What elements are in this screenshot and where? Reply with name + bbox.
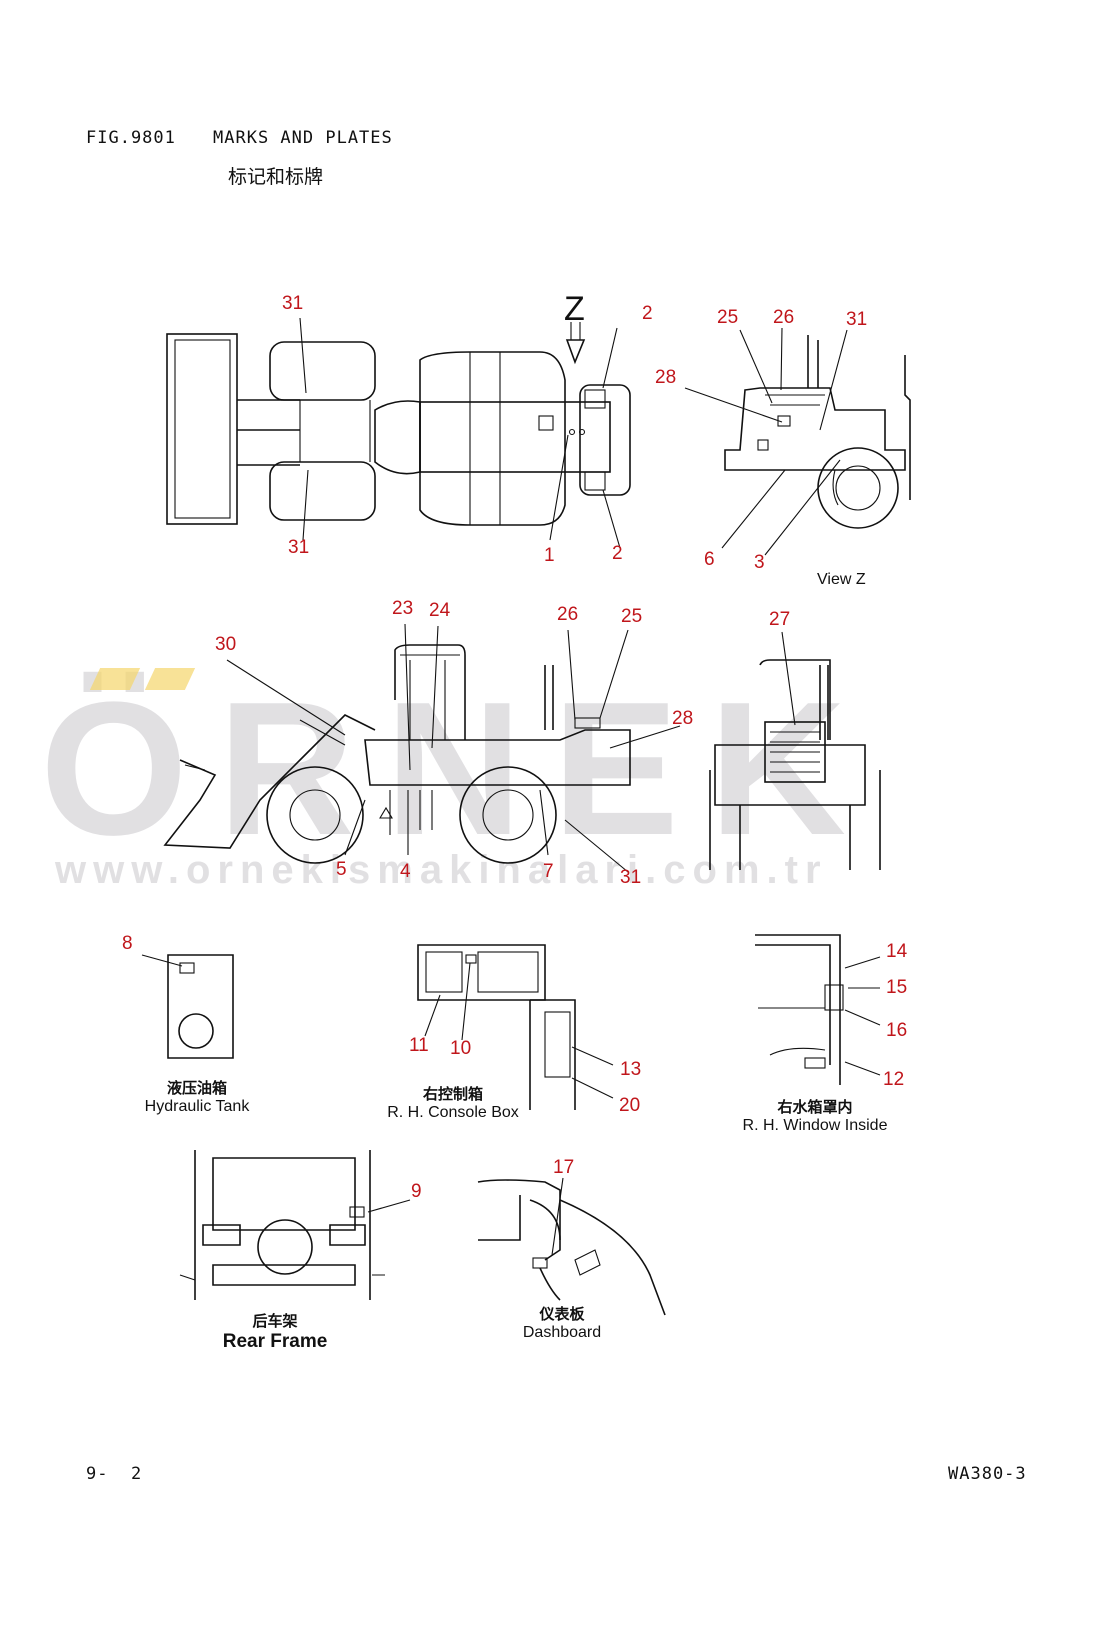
side-view-loader [163, 623, 681, 873]
caption-cn: 右控制箱 [422, 1085, 483, 1103]
callout-12: 12 [883, 1069, 905, 1090]
figure-title: MARKS AND PLATES [213, 128, 393, 148]
callout-4: 4 [400, 861, 411, 882]
caption-en: Dashboard [522, 1324, 602, 1341]
callout-28: 28 [672, 708, 694, 729]
caption-en: R. H. Console Box [387, 1104, 519, 1121]
callout-16: 16 [886, 1020, 908, 1041]
callout-9: 9 [411, 1181, 422, 1202]
callout-5: 5 [336, 859, 347, 880]
rear-view-loader [709, 631, 881, 870]
caption-console-box: 右控制箱 R. H. Console Box [358, 1083, 548, 1122]
caption-en: Hydraulic Tank [144, 1098, 250, 1115]
top-view-loader [166, 317, 631, 549]
callout-24: 24 [429, 600, 451, 621]
model-number: WA380-3 [948, 1464, 1027, 1484]
rear-frame-drawing [179, 1150, 411, 1300]
callout-30: 30 [215, 634, 237, 655]
callout-13: 13 [620, 1059, 642, 1080]
callout-31: 31 [282, 293, 304, 314]
callout-31: 31 [288, 537, 310, 558]
callout-31: 31 [620, 867, 642, 888]
view-z-marker: Z [564, 290, 585, 328]
caption-en: Rear Frame [222, 1331, 328, 1352]
caption-cn: 右水箱罩内 [777, 1098, 853, 1116]
callout-28: 28 [655, 367, 677, 388]
console-box-drawing [417, 944, 614, 1110]
callout-7: 7 [543, 861, 554, 882]
callout-20: 20 [619, 1095, 641, 1116]
callout-23: 23 [392, 598, 414, 619]
hydraulic-tank-drawing [141, 954, 234, 1059]
caption-rear-frame: 后车架 Rear Frame [200, 1310, 350, 1353]
watermark-url: www.ornekismakinalari.com.tr [55, 848, 828, 892]
watermark-brand: ÖRNEK [40, 663, 877, 875]
view-z-label: View Z [817, 571, 866, 588]
dashboard-drawing [477, 1177, 666, 1316]
callout-8: 8 [122, 933, 133, 954]
callout-6: 6 [704, 549, 715, 570]
view-z-drawing [684, 327, 911, 556]
caption-en: R. H. Window Inside [742, 1117, 888, 1134]
caption-hydraulic-tank: 液压油箱 Hydraulic Tank [112, 1077, 282, 1116]
callout-2: 2 [612, 543, 623, 564]
caption-cn: 后车架 [252, 1312, 298, 1330]
caption-cn: 仪表板 [539, 1305, 585, 1323]
caption-dashboard: 仪表板 Dashboard [502, 1303, 622, 1342]
callout-17: 17 [553, 1157, 575, 1178]
caption-cn: 液压油箱 [166, 1079, 227, 1097]
callout-15: 15 [886, 977, 908, 998]
callout-26: 26 [557, 604, 579, 625]
callout-26: 26 [773, 307, 795, 328]
callout-25: 25 [717, 307, 739, 328]
caption-window-inside: 右水箱罩内 R. H. Window Inside [720, 1096, 910, 1135]
figure-number: FIG.9801 [86, 128, 176, 148]
callout-14: 14 [886, 941, 908, 962]
figure-title-cn: 标记和标牌 [228, 166, 324, 188]
callout-10: 10 [450, 1038, 472, 1059]
callout-2: 2 [642, 303, 653, 324]
callout-1: 1 [544, 545, 555, 566]
callout-11: 11 [409, 1035, 429, 1056]
callout-31: 31 [846, 309, 868, 330]
page-number: 9- 2 [86, 1464, 143, 1484]
window-inside-drawing [755, 934, 881, 1085]
callout-27: 27 [769, 609, 791, 630]
callout-25: 25 [621, 606, 643, 627]
callout-3: 3 [754, 552, 765, 573]
